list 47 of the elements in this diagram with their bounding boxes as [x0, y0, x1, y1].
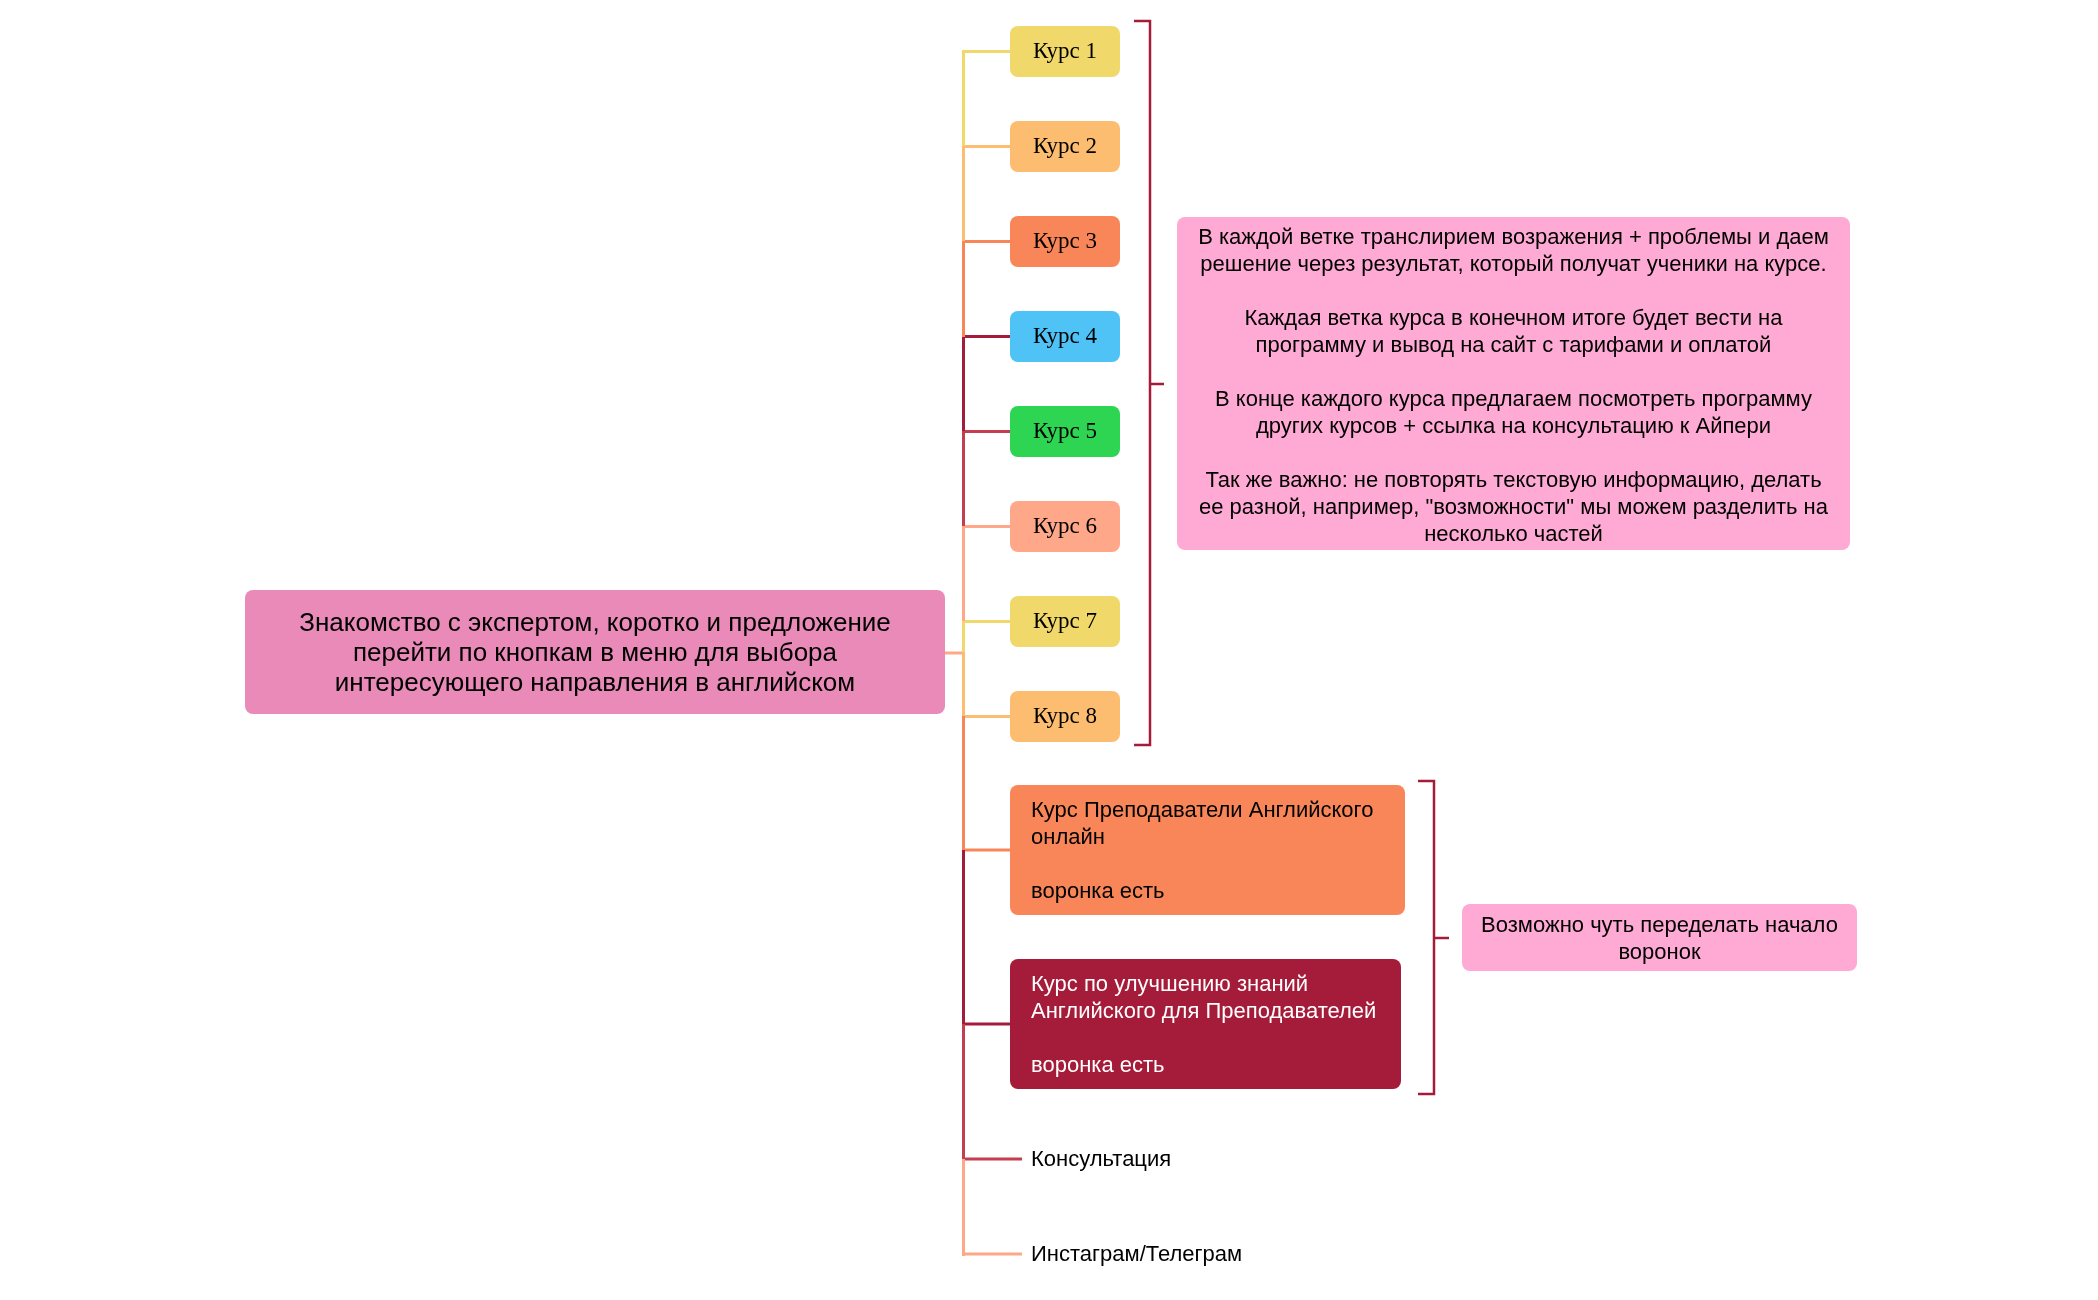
- connector-line: [945, 651, 962, 655]
- note-text: Так же важно: не повторять текстовую информацию, делать ее разной, например, "возможности" мы можем разделить на несколько частей: [1198, 466, 1829, 547]
- course-title: Курс Преподаватели Английского онлайн: [1031, 796, 1375, 850]
- course-box: [1010, 26, 1120, 77]
- connector-line: [965, 715, 1010, 718]
- course-label: Курс 5: [1032, 417, 1098, 446]
- course-label: Курс 6: [1032, 512, 1098, 541]
- course-label: Курс 8: [1032, 702, 1098, 731]
- status-text: воронка есть: [1031, 1051, 1165, 1078]
- connector-line: [965, 1022, 1010, 1026]
- course-label: Курс 2: [1032, 132, 1098, 161]
- course-box: [1010, 959, 1401, 1089]
- connector-line: [965, 848, 1010, 852]
- note-text: Возможно чуть переделать начало воронок: [1480, 910, 1839, 965]
- connector-line: [965, 240, 1010, 243]
- course-box: [1010, 216, 1120, 267]
- topic-box: [245, 590, 945, 714]
- course-box: [1010, 406, 1120, 457]
- connector-line: [965, 335, 1010, 338]
- connector-line: [965, 620, 1010, 623]
- branch-label: Инстаграм/Телеграм: [1022, 1239, 1243, 1269]
- note-box: [1177, 217, 1850, 550]
- connector-line: [965, 145, 1010, 148]
- status-text: воронка есть: [1031, 877, 1165, 904]
- course-label: Курс 4: [1032, 322, 1098, 351]
- connector-line: [965, 525, 1010, 528]
- course-label: Курс 1: [1032, 37, 1098, 66]
- note-box: [1462, 904, 1857, 971]
- trunk-bar: [962, 50, 965, 1256]
- course-box: [1010, 121, 1120, 172]
- course-box: [1010, 311, 1120, 362]
- connector-line: [965, 1157, 1022, 1161]
- course-title: Курс по улучшению знаний Английского для Преподавателей: [1031, 970, 1378, 1024]
- course-box: [1010, 691, 1120, 742]
- note-text: В конце каждого курса предлагаем посмотреть программу других курсов + ссылка на консультацию к Айпери: [1214, 385, 1813, 439]
- course-box: [1010, 785, 1405, 915]
- topic-text: Знакомство с экспертом, коротко и предложение перейти по кнопкам в меню для выбора интересующего направления в английском: [298, 607, 892, 697]
- connector-line: [965, 1252, 1022, 1256]
- branch-label: Консультация: [1022, 1144, 1172, 1174]
- note-text: В каждой ветке транслирием возражения + проблемы и даем решение через результат, который получат ученики на курсе.: [1197, 223, 1830, 277]
- course-label: Курс 7: [1032, 607, 1098, 636]
- connector-line: [965, 430, 1010, 433]
- course-box: [1010, 501, 1120, 552]
- course-label: Курс 3: [1032, 227, 1098, 256]
- course-box: [1010, 596, 1120, 647]
- connector-line: [965, 50, 1010, 53]
- note-text: Каждая ветка курса в конечном итоге будет вести на программу и вывод на сайт с тарифами и оплатой: [1243, 304, 1784, 358]
